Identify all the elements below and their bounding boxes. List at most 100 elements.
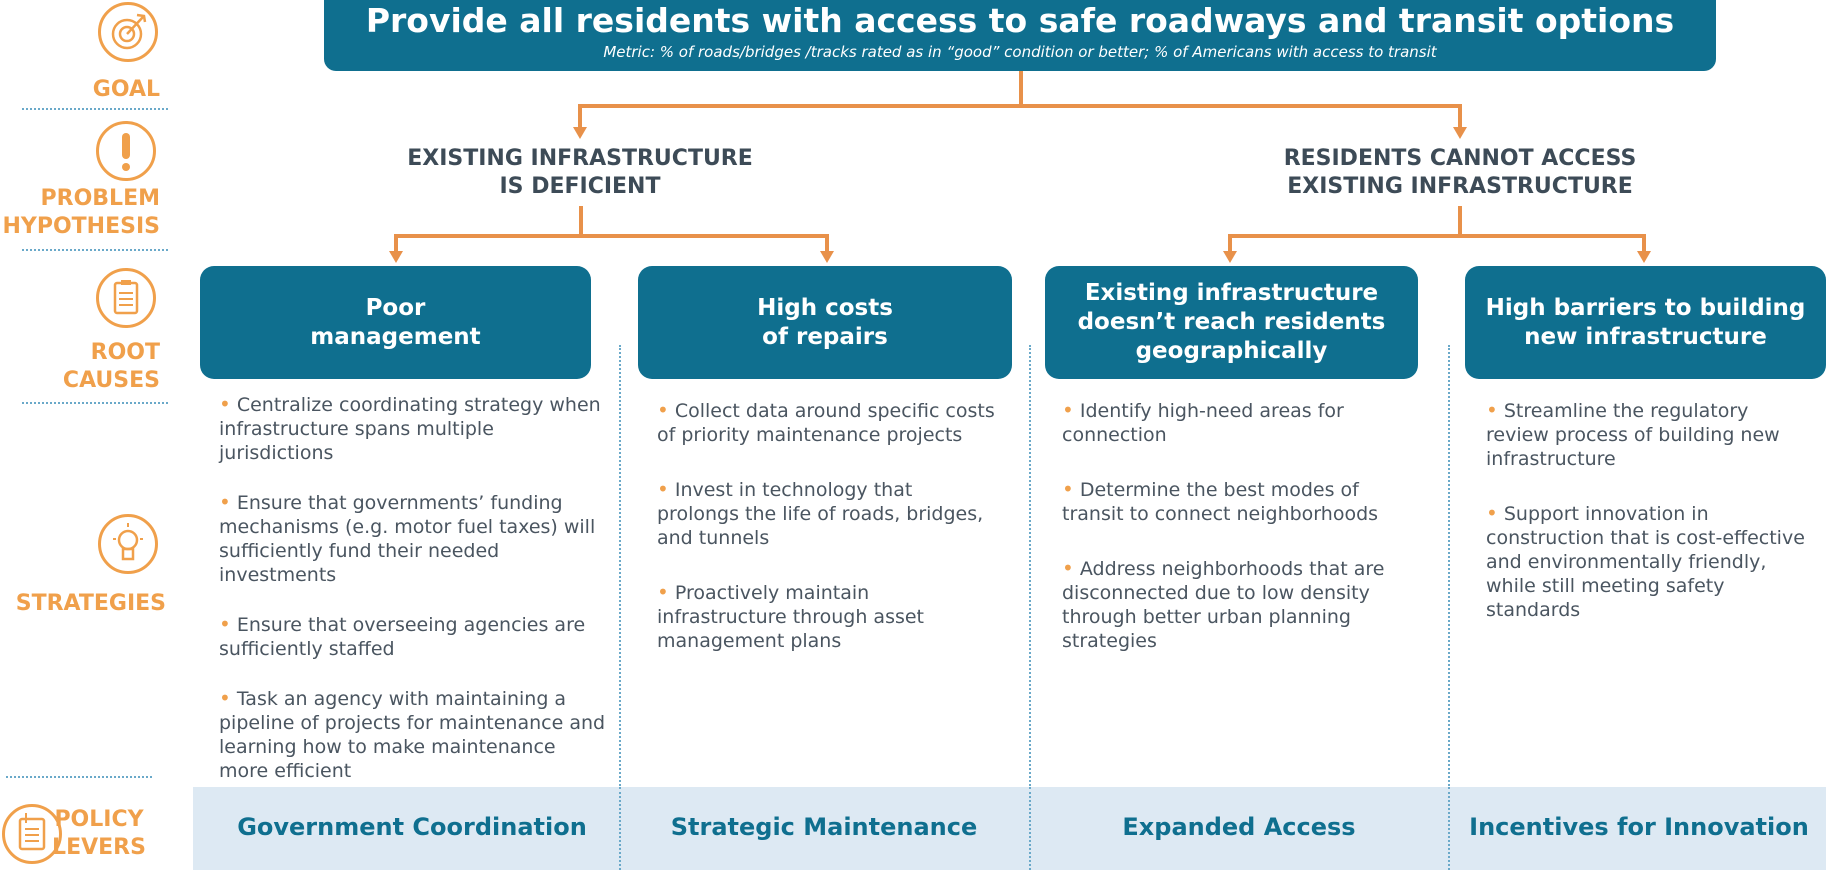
strategy-text: Identify high-need areas for connection	[1062, 400, 1344, 446]
arrow-down-icon	[1637, 251, 1651, 263]
cause-poor-management: Poor management	[200, 266, 591, 379]
column-divider	[619, 345, 621, 870]
strategy-text: Collect data around specific costs of pr…	[657, 400, 995, 446]
cause-high-barriers: High barriers to building new infrastruc…	[1465, 266, 1826, 379]
bullet-icon: •	[219, 490, 231, 514]
strategy-item: • Ensure that governments’ funding mecha…	[219, 490, 609, 587]
strategy-item: • Identify high-need areas for connectio…	[1062, 398, 1402, 447]
bullet-icon: •	[1486, 501, 1498, 525]
strategy-list-repairs: • Collect data around specific costs of …	[657, 398, 997, 678]
rail-problem-label: PROBLEM HYPOTHESIS	[0, 185, 161, 241]
connector-line	[394, 234, 829, 238]
strategy-item: • Streamline the regulatory review proce…	[1486, 398, 1806, 471]
cause-line: Existing infrastructure	[1084, 280, 1379, 306]
strategy-text: Task an agency with maintaining a pipeli…	[219, 688, 606, 782]
clipboard-icon	[96, 268, 156, 328]
connector-line	[578, 104, 1462, 108]
arrow-down-icon	[1223, 251, 1237, 263]
strategy-list-management: • Centralize coordinating strategy when …	[219, 392, 609, 808]
rail-policy-line2: LEVERS	[52, 835, 146, 860]
rail-divider	[22, 249, 168, 251]
rail-policy-line1: POLICY	[54, 807, 144, 832]
arrow-down-icon	[389, 251, 403, 263]
hypothesis-line: IS DEFICIENT	[499, 174, 661, 199]
rail-divider	[22, 402, 168, 404]
lightbulb-icon	[98, 514, 158, 574]
lever-strategic-maintenance: Strategic Maintenance	[670, 813, 978, 841]
connector-line	[1642, 234, 1646, 252]
hypothesis-line: RESIDENTS CANNOT ACCESS	[1283, 146, 1637, 171]
hypothesis-existing-deficient: EXISTING INFRASTRUCTURE IS DEFICIENT	[380, 145, 780, 201]
lever-government-coordination: Government Coordination	[237, 813, 587, 841]
rail-problem-line2: HYPOTHESIS	[2, 214, 161, 239]
bullet-icon: •	[657, 477, 669, 501]
connector-line	[1458, 104, 1462, 129]
cause-line: new infrastructure	[1524, 323, 1767, 350]
strategy-list-access: • Identify high-need areas for connectio…	[1062, 398, 1402, 678]
strategy-item: • Support innovation in construction tha…	[1486, 501, 1806, 622]
strategy-text: Proactively maintain infrastructure thro…	[657, 582, 925, 652]
lever-expanded-access: Expanded Access	[1122, 813, 1356, 841]
rail-strategies-label: STRATEGIES	[15, 591, 166, 616]
strategy-text: Ensure that overseeing agencies are suff…	[219, 614, 586, 660]
goal-title: Provide all residents with access to saf…	[365, 1, 1675, 40]
strategy-list-barriers: • Streamline the regulatory review proce…	[1486, 398, 1806, 647]
strategy-item: • Proactively maintain infrastructure th…	[657, 580, 997, 653]
lever-incentives-innovation: Incentives for Innovation	[1469, 813, 1809, 841]
strategy-text: Centralize coordinating strategy when in…	[219, 394, 601, 464]
column-divider	[1029, 345, 1031, 870]
cause-line: doesn’t reach residents	[1077, 309, 1386, 335]
cause-line: geographically	[1135, 338, 1328, 364]
strategy-text: Address neighborhoods that are disconnec…	[1062, 558, 1385, 652]
arrow-down-icon	[1453, 127, 1467, 139]
strategy-item: • Centralize coordinating strategy when …	[219, 392, 609, 465]
hypothesis-line: EXISTING INFRASTRUCTURE	[407, 146, 753, 171]
hypothesis-line: EXISTING INFRASTRUCTURE	[1287, 174, 1633, 199]
connector-line	[579, 206, 583, 238]
connector-line	[578, 104, 582, 129]
bullet-icon: •	[657, 398, 669, 422]
rail-policy-label: POLICY LEVERS	[40, 806, 158, 862]
connector-line	[394, 234, 398, 252]
bullet-icon: •	[1062, 477, 1074, 501]
column-divider	[1029, 787, 1031, 870]
strategy-item: • Collect data around specific costs of …	[657, 398, 997, 447]
hypothesis-cannot-access: RESIDENTS CANNOT ACCESS EXISTING INFRAST…	[1260, 145, 1660, 201]
bullet-icon: •	[657, 580, 669, 604]
cause-line: Poor	[365, 294, 426, 321]
goal-metric: Metric: % of roads/bridges /tracks rated…	[603, 43, 1437, 61]
rail-problem-line1: PROBLEM	[40, 186, 160, 211]
cause-line: High costs	[757, 294, 893, 321]
bullet-icon: •	[219, 612, 231, 636]
bullet-icon: •	[219, 686, 231, 710]
strategy-text: Support innovation in construction that …	[1486, 503, 1805, 621]
cause-line: management	[310, 323, 481, 350]
strategy-text: Invest in technology that prolongs the l…	[657, 479, 984, 549]
connector-line	[1458, 206, 1462, 238]
cause-line: of repairs	[762, 323, 888, 350]
column-divider	[619, 787, 621, 870]
exclamation-icon	[96, 121, 156, 181]
strategy-item: • Determine the best modes of transit to…	[1062, 477, 1402, 526]
connector-line	[1228, 234, 1646, 238]
strategy-item: • Ensure that overseeing agencies are su…	[219, 612, 609, 661]
rail-root-line1: ROOT	[90, 340, 160, 365]
arrow-down-icon	[573, 127, 587, 139]
connector-line	[1228, 234, 1232, 252]
column-divider	[1448, 345, 1450, 870]
bullet-icon: •	[1486, 398, 1498, 422]
rail-root-label: ROOT CAUSES	[0, 339, 160, 395]
strategy-text: Streamline the regulatory review process…	[1486, 400, 1780, 470]
connector-line	[1019, 71, 1023, 107]
strategy-text: Determine the best modes of transit to c…	[1062, 479, 1379, 525]
bullet-icon: •	[219, 392, 231, 416]
arrow-down-icon	[820, 251, 834, 263]
document-icon	[2, 804, 62, 864]
goal-banner: Provide all residents with access to saf…	[324, 0, 1716, 71]
rail-root-line2: CAUSES	[62, 368, 160, 393]
rail-goal-label: GOAL	[92, 77, 160, 102]
bullet-icon: •	[1062, 556, 1074, 580]
connector-line	[825, 234, 829, 252]
cause-high-costs: High costs of repairs	[638, 266, 1012, 379]
strategy-item: • Invest in technology that prolongs the…	[657, 477, 997, 550]
